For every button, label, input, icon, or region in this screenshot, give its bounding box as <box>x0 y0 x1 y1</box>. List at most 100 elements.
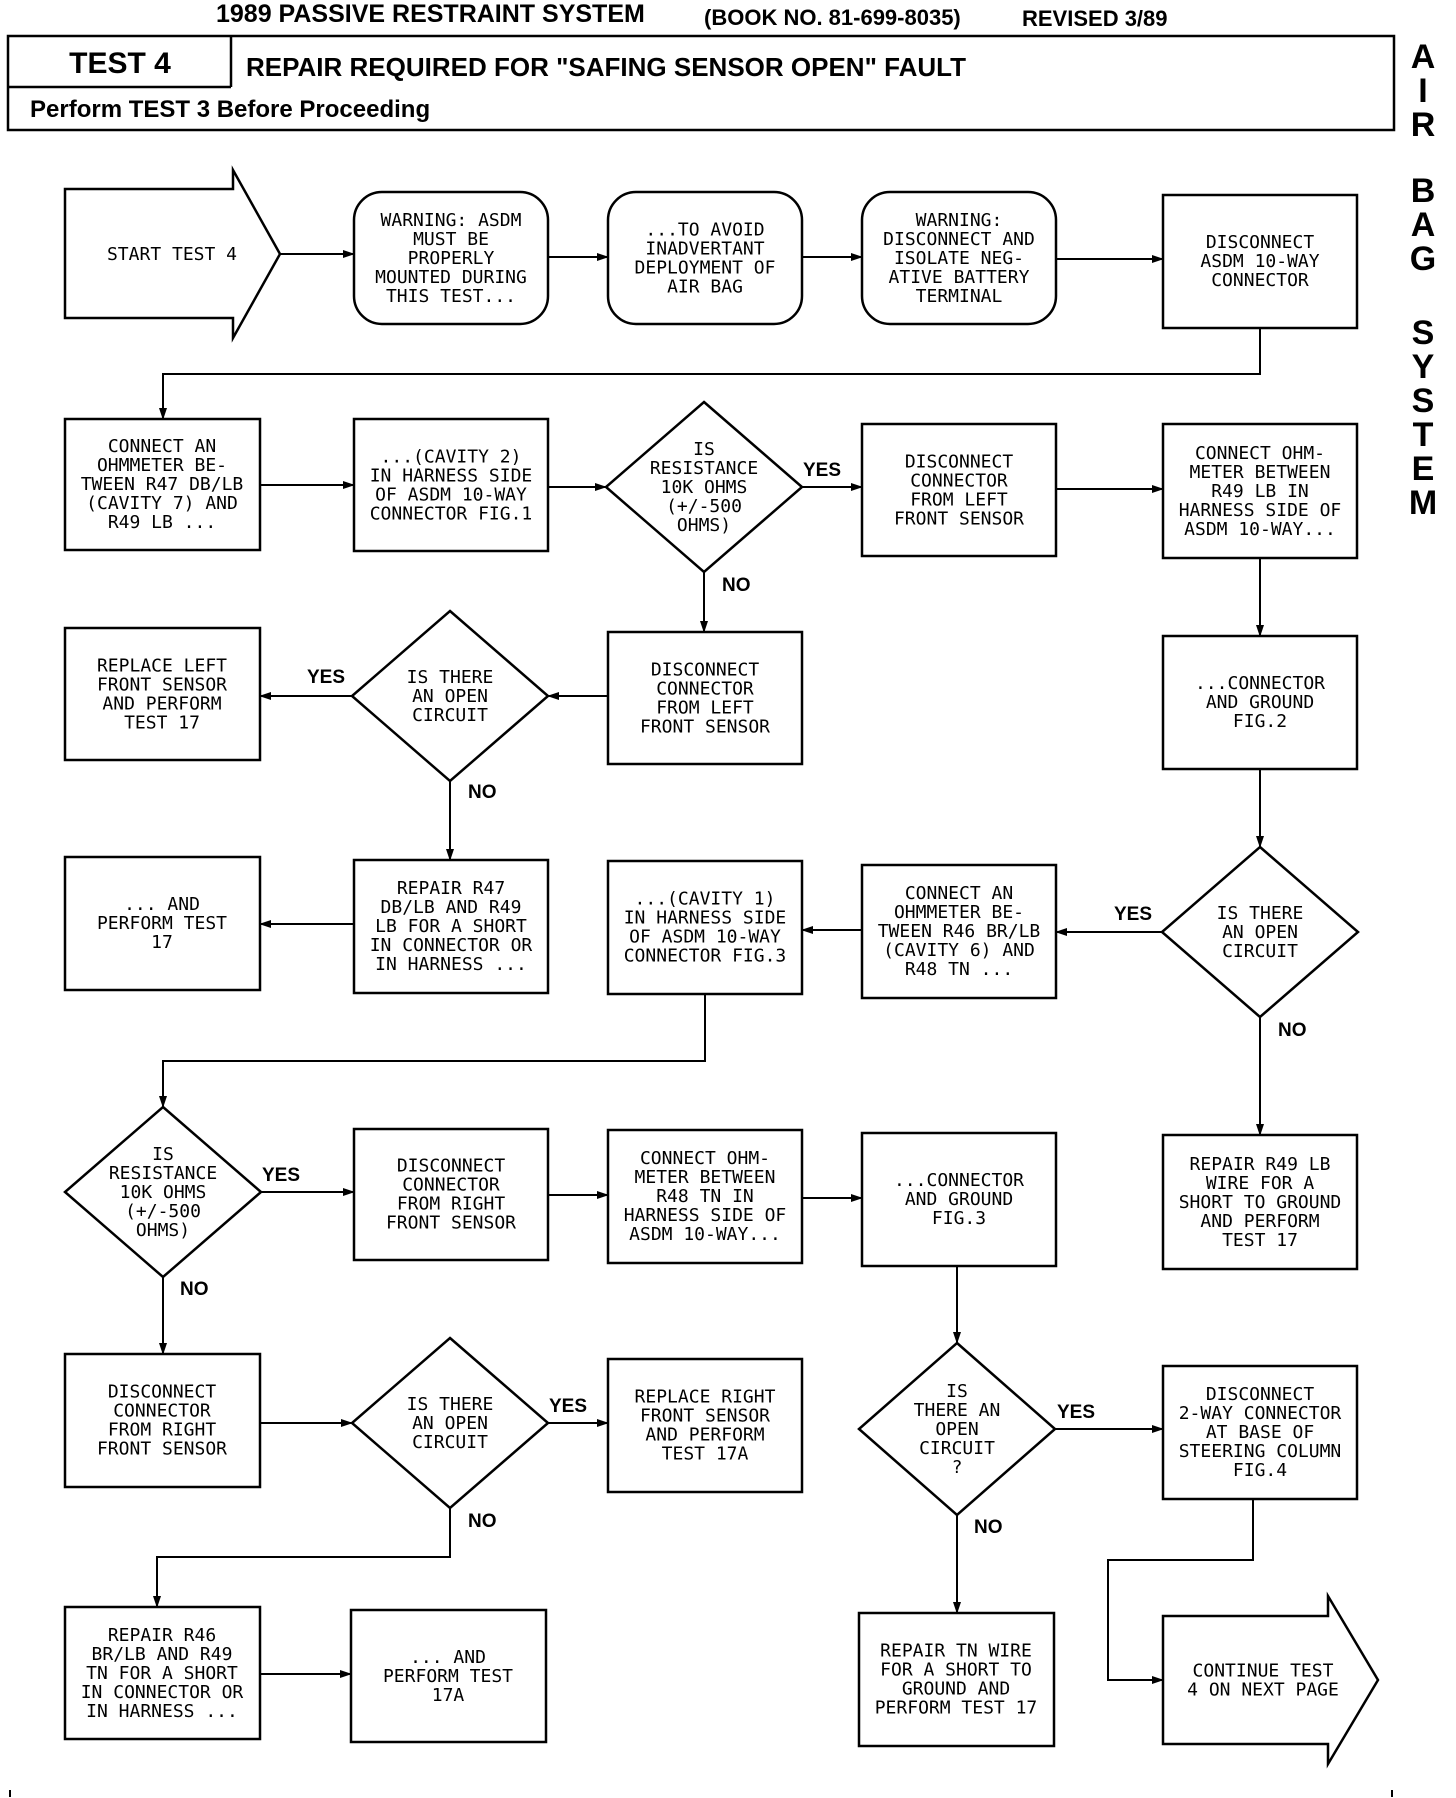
sidebar-letter: A <box>1411 206 1436 244</box>
prerequisite-note: Perform TEST 3 Before Proceeding <box>30 96 430 123</box>
ohm47-line: CONNECT AN <box>108 436 216 457</box>
res2-line: OHMS) <box>136 1220 190 1241</box>
discRightB-line: CONNECTOR <box>113 1401 211 1422</box>
ohm46-line: OHMMETER BE- <box>894 902 1024 923</box>
ohm49-line: HARNESS SIDE OF <box>1179 500 1342 521</box>
cav1-line: ...(CAVITY 1) <box>635 889 776 910</box>
repR47-line: IN CONNECTOR OR <box>370 935 533 956</box>
warn1-line: MOUNTED DURING <box>375 267 527 288</box>
start-line: START TEST 4 <box>107 244 237 265</box>
replRight-line: REPLACE RIGHT <box>635 1387 776 1408</box>
repTN-line: REPAIR TN WIRE <box>880 1641 1032 1662</box>
disc2way-line: DISCONNECT <box>1206 1384 1315 1405</box>
start-text: START TEST 4 <box>107 244 237 265</box>
open1-line: CIRCUIT <box>412 705 488 726</box>
cavity-2-box <box>352 417 550 553</box>
replRight-line: FRONT SENSOR <box>640 1406 770 1427</box>
ohm46-line: CONNECT AN <box>905 883 1013 904</box>
perf17a-line: 17A <box>432 1685 465 1706</box>
flow-shapes <box>63 165 1380 1769</box>
conGnd3-line: AND GROUND <box>905 1189 1013 1210</box>
perf17-line: ... AND <box>124 894 200 915</box>
open3-yes-label: YES <box>549 1396 587 1417</box>
avoid-line: AIR BAG <box>667 277 743 298</box>
cav1-line: OF ASDM 10-WAY <box>629 927 781 948</box>
repR49-line: SHORT TO GROUND <box>1179 1192 1342 1213</box>
ohm47-line: R49 LB ... <box>108 512 216 533</box>
disc10-line: ASDM 10-WAY <box>1200 251 1319 272</box>
open4-line: IS <box>946 1381 968 1402</box>
res1-line: IS <box>693 439 715 460</box>
warn1-line: WARNING: ASDM <box>381 210 522 231</box>
decision-labels: YES NO YES NO YES NO YES NO YES NO YES N… <box>180 460 1307 1538</box>
ohm48-line: CONNECT OHM- <box>640 1148 770 1169</box>
open3-line: IS THERE <box>407 1394 494 1415</box>
header-revised: REVISED 3/89 <box>1022 6 1168 31</box>
open1-line: AN OPEN <box>412 686 488 707</box>
sidebar-letter: I <box>1418 72 1427 110</box>
discLeftB-line: FROM LEFT <box>656 698 754 719</box>
sidebar-letter: M <box>1409 484 1437 522</box>
discLeftB-line: DISCONNECT <box>651 660 760 681</box>
open2-line: CIRCUIT <box>1222 941 1298 962</box>
arrow-2way-to-continue <box>1107 1499 1254 1684</box>
discRightA-line: FRONT SENSOR <box>386 1213 516 1234</box>
warn2-line: ATIVE BATTERY <box>889 267 1030 288</box>
res2-line: 10K OHMS <box>120 1182 207 1203</box>
repTN-line: FOR A SHORT TO <box>880 1660 1032 1681</box>
repR46-line: REPAIR R46 <box>108 1625 216 1646</box>
ohm46-line: TWEEN R46 BR/LB <box>878 921 1041 942</box>
discRightA-line: FROM RIGHT <box>397 1194 506 1215</box>
connect-ohmmeter-r49-box <box>1161 422 1359 560</box>
perform-test-17a-box <box>349 1608 548 1744</box>
disc2way-line: AT BASE OF <box>1206 1422 1314 1443</box>
ohm48-line: R48 TN IN <box>656 1186 754 1207</box>
perf17-line: PERFORM TEST <box>97 913 227 934</box>
open4-line: OPEN <box>935 1419 978 1440</box>
repTN-line: PERFORM TEST 17 <box>875 1698 1038 1719</box>
conGnd2-line: FIG.2 <box>1233 711 1287 732</box>
repR46-line: BR/LB AND R49 <box>92 1644 233 1665</box>
res1-line: 10K OHMS <box>661 477 748 498</box>
discLeftB-line: CONNECTOR <box>656 679 754 700</box>
warn2-line: DISCONNECT AND <box>883 229 1035 250</box>
discRightA-line: DISCONNECT <box>397 1156 506 1177</box>
res2-yes-label: YES <box>262 1165 300 1186</box>
conGnd3-line: ...CONNECTOR <box>894 1170 1024 1191</box>
replace-right-sensor-box <box>606 1357 804 1494</box>
avoid-line: ...TO AVOID <box>645 220 764 241</box>
res1-yes-label: YES <box>803 460 841 481</box>
disc2way-line: 2-WAY CONNECTOR <box>1179 1403 1342 1424</box>
ohm47-line: OHMMETER BE- <box>97 455 227 476</box>
replRight-line: AND PERFORM <box>645 1425 764 1446</box>
warn1-line: THIS TEST... <box>386 286 516 307</box>
open2-yes-label: YES <box>1114 904 1152 925</box>
open3-line: CIRCUIT <box>412 1432 488 1453</box>
open1-no-label: NO <box>468 782 497 803</box>
res2-line: RESISTANCE <box>109 1163 217 1184</box>
repR46-line: IN HARNESS ... <box>86 1701 238 1722</box>
res1-no-label: NO <box>722 575 751 596</box>
disconnect-left-sensor-a-box <box>860 422 1058 558</box>
start-test-4-arrow <box>63 165 282 343</box>
repR47-line: DB/LB AND R49 <box>381 897 522 918</box>
connect-ohmmeter-r46-box <box>860 863 1058 1000</box>
sidebar-letter: S <box>1412 382 1435 420</box>
test-header-box <box>6 34 1396 132</box>
open2-line: IS THERE <box>1217 903 1304 924</box>
cont-line: 4 ON NEXT PAGE <box>1187 1680 1339 1701</box>
